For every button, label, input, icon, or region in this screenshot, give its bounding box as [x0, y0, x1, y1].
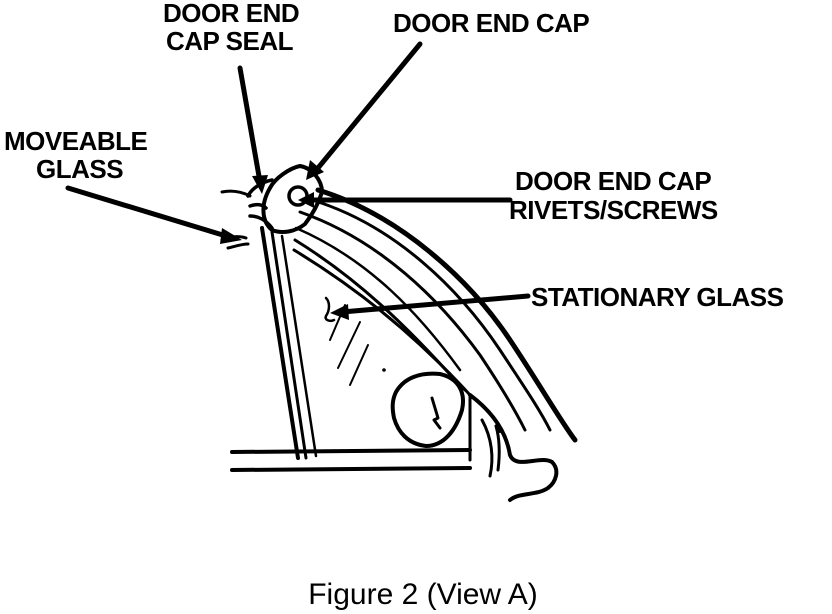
glass-reflection-1	[329, 304, 369, 386]
arrowhead-moveable-glass	[220, 228, 242, 244]
mirror-glint	[430, 396, 442, 430]
pillar-dot	[497, 427, 503, 433]
figure-caption: Figure 2 (View A)	[308, 578, 538, 611]
arrow-stationary-glass	[339, 293, 531, 315]
label-moveable-glass-line1: MOVEABLE	[4, 126, 148, 156]
arrow-door-end-cap	[315, 41, 423, 171]
outer-frame-curve-inner	[310, 198, 552, 432]
door-frame-drawing	[220, 164, 578, 502]
label-stationary-glass: STATIONARY GLASS	[531, 282, 784, 312]
leader-lines	[65, 41, 531, 320]
belt-line-top	[230, 448, 472, 454]
label-door-end-cap: DOOR END CAP	[393, 8, 589, 38]
frame-inner-curve	[298, 210, 527, 432]
moveable-glass-edge-3	[280, 234, 318, 458]
arrowhead-door-end-cap-seal	[252, 175, 268, 194]
side-mirror	[390, 371, 465, 448]
label-rivets-line2: RIVETS/SCREWS	[509, 195, 718, 225]
moveable-glass-edge-2	[270, 230, 308, 460]
cap-seal-detail	[220, 189, 252, 198]
arrowhead-stationary-glass	[330, 304, 349, 320]
glass-dot	[382, 368, 386, 372]
frame-inner-curve-2	[294, 226, 462, 372]
arrowhead-rivets-screws	[298, 192, 314, 208]
stationary-glass-clip	[324, 296, 336, 323]
label-door-end-cap-seal-line1: DOOR END	[163, 0, 299, 28]
belt-line-bottom	[230, 466, 472, 472]
label-door-end-cap-seal-line2: CAP SEAL	[166, 26, 294, 56]
arrow-door-end-cap-seal	[237, 65, 263, 185]
moveable-glass-edge	[260, 226, 300, 460]
arrow-moveable-glass	[65, 185, 229, 239]
arrowhead-door-end-cap	[306, 160, 324, 180]
outer-frame-curve	[315, 187, 578, 443]
label-moveable-glass-line2: GLASS	[36, 154, 123, 184]
callout-labels: DOOR END CAP SEAL DOOR END CAP MOVEABLE …	[4, 0, 784, 312]
label-rivets-line1: DOOR END CAP	[515, 166, 711, 196]
lower-pillar-inner	[480, 418, 501, 478]
